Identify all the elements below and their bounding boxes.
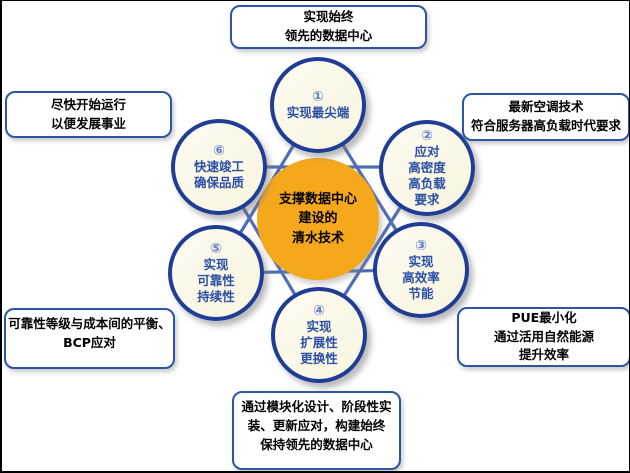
center-circle: 支撑数据中心 建设的 清水技术: [257, 158, 379, 280]
callout-upper-left: 尽快开始运行 以便发展事业: [5, 91, 172, 138]
circle-2-label: 高负载: [408, 176, 446, 192]
callout-upper-right: 最新空调技术 符合服务器高负载时代要求: [462, 93, 629, 141]
callout-upper-right-line: 最新空调技术: [508, 99, 584, 115]
callout-lower-left-line: 可靠性等级与成本间的平衡、: [8, 316, 171, 331]
circle-3-label: 节能: [408, 286, 434, 302]
circle-5-label: 实现: [203, 257, 229, 273]
circle-2-label: 要求: [414, 192, 440, 208]
circle-2-number: ②: [421, 127, 433, 144]
callout-lower-right: PUE最小化 通过活用自然能源 提升效率: [457, 307, 629, 367]
callout-top: 实现始终 领先的数据中心: [230, 5, 427, 49]
callout-upper-right-line: 符合服务器高负载时代要求: [470, 118, 621, 133]
callout-lower-right-line: 提升效率: [518, 347, 569, 363]
circle-5-label: 持续性: [197, 289, 235, 305]
circle-4-label: 更换性: [300, 351, 338, 367]
circle-1-label: 实现最尖端: [286, 105, 350, 121]
callout-bottom-line: 保持领先的数据中心: [260, 436, 373, 452]
callout-top-line: 领先的数据中心: [284, 28, 373, 43]
circle-1-number: ①: [312, 88, 324, 105]
circle-2-label: 应对: [414, 144, 440, 160]
callout-lower-right-line: PUE最小化: [511, 309, 577, 325]
center-circle-line: 支撑数据中心: [278, 191, 357, 207]
callout-bottom-line: 装、更新应对，构建始终: [247, 417, 386, 433]
circle-5-number: ⑤: [210, 240, 222, 257]
circle-1-top: ① 实现最尖端: [270, 57, 366, 153]
circle-4-bottom: ④ 实现 扩展性 更换性: [271, 287, 367, 383]
callout-top-line: 实现始终: [303, 9, 354, 25]
circle-6-label: 快速竣工: [193, 159, 244, 175]
circle-5-label: 可靠性: [197, 273, 235, 289]
circle-6-number: ⑥: [213, 142, 225, 159]
center-circle-line: 建设的: [298, 211, 338, 227]
circle-3-lower-right: ③ 实现 高效率 节能: [373, 222, 469, 318]
circle-4-label: 实现: [306, 319, 332, 335]
circle-3-number: ③: [415, 237, 427, 254]
callout-bottom-line: 通过模块化设计、阶段性实: [241, 399, 392, 414]
circle-3-label: 高效率: [402, 270, 440, 286]
callout-upper-left-line: 尽快开始运行: [50, 96, 126, 112]
circle-6-upper-left: ⑥ 快速竣工 确保品质: [171, 119, 267, 215]
callout-lower-left-line: BCP应对: [63, 334, 116, 350]
circle-4-number: ④: [313, 302, 325, 319]
circle-2-label: 高密度: [408, 160, 446, 176]
center-circle-line: 清水技术: [291, 230, 344, 246]
circle-3-label: 实现: [408, 254, 434, 270]
circle-5-lower-left: ⑤ 实现 可靠性 持续性: [168, 225, 264, 321]
circle-6-label: 确保品质: [193, 175, 244, 191]
callout-upper-left-line: 以便发展事业: [50, 115, 126, 131]
circle-2-upper-right: ② 应对 高密度 高负载 要求: [379, 120, 475, 216]
callout-lower-left: 可靠性等级与成本间的平衡、 BCP应对: [4, 308, 175, 369]
callout-bottom: 通过模块化设计、阶段性实 装、更新应对，构建始终 保持领先的数据中心: [232, 391, 401, 470]
callout-lower-right-line: 通过活用自然能源: [493, 328, 594, 344]
circle-4-label: 扩展性: [300, 335, 338, 351]
